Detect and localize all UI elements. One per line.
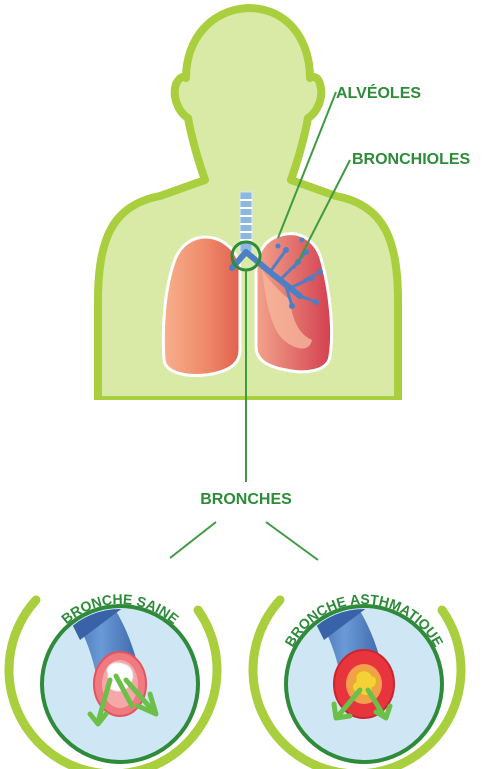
label-bronchioles: BRONCHIOLES	[352, 151, 471, 168]
healthy-bronchus-view: BRONCHE SAINE	[9, 591, 217, 769]
label-alveoles: ALVÉOLES	[336, 83, 421, 102]
left-lung	[163, 237, 240, 375]
label-bronches: BRONCHES	[200, 491, 292, 508]
asthmatic-bronchus-view: BRONCHE ASTHMATIQUE	[253, 591, 461, 769]
